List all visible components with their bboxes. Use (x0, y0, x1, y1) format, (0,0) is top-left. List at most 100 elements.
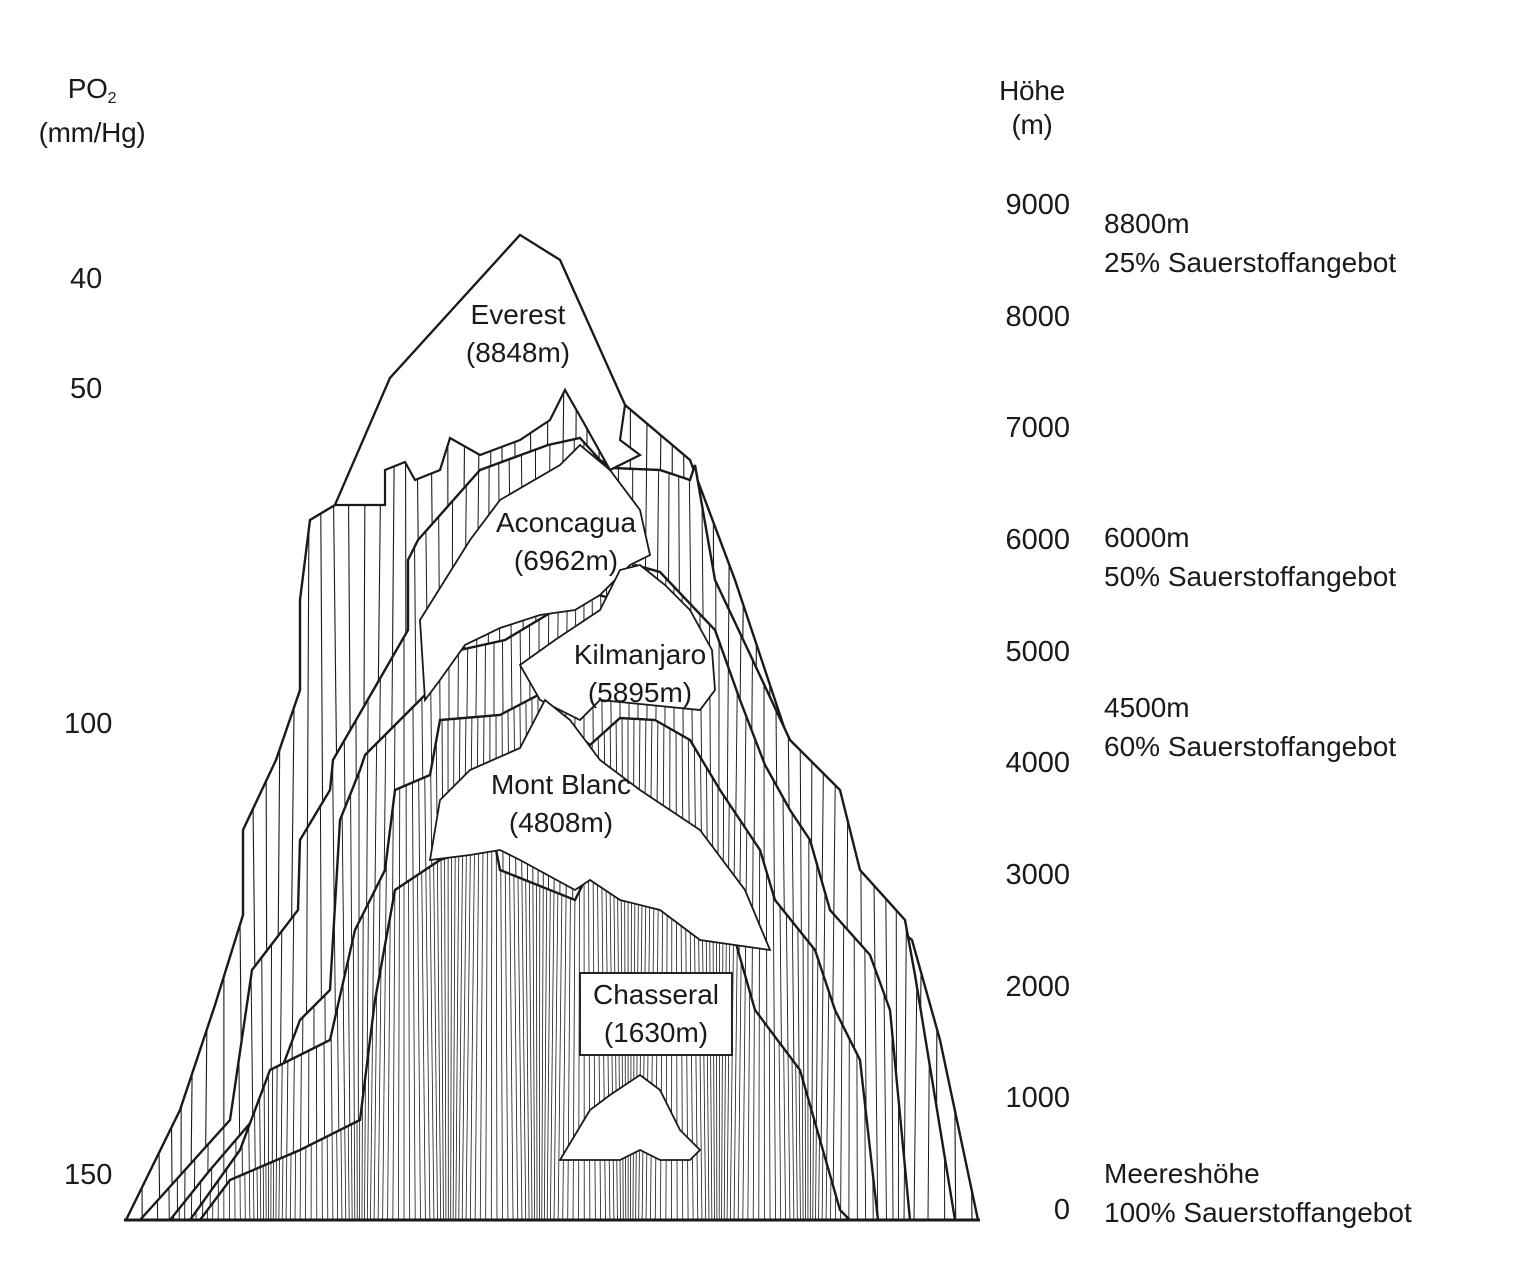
hatch-line (742, 845, 754, 1220)
right-tick-6000: 6000 (1005, 524, 1070, 556)
hatch-line (158, 438, 170, 1220)
hatch-line (546, 845, 558, 1220)
chasseral-snow (558, 1073, 702, 1161)
left-axis-title-po: PO (67, 73, 108, 104)
hatch-line (387, 845, 397, 1220)
right-axis-title: Höhe (m) (999, 74, 1065, 142)
everest-snow-cap (333, 233, 643, 507)
annotation-6000-altitude: 6000m (1104, 522, 1190, 553)
hatch-line (405, 845, 411, 1220)
hatch-line (765, 845, 771, 1220)
annotation-sea-level-oxygen: 100% Sauerstoffangebot (1104, 1197, 1412, 1228)
hatch-line (140, 438, 143, 1220)
hatch-line (502, 845, 514, 1220)
hatch-line (567, 845, 577, 1220)
kilimanjaro-name: Kilmanjaro (573, 639, 707, 670)
mountain-chasseral-outline (197, 843, 853, 1222)
hatch-line (572, 845, 580, 1220)
hatch-line (147, 235, 161, 1220)
annotation-4500-altitude: 4500m (1104, 692, 1190, 723)
hatch-line (538, 845, 542, 1220)
annotation-4500-oxygen: 60% Sauerstoffangebot (1104, 731, 1397, 762)
hatch-line (774, 845, 786, 1220)
hatch-line (450, 845, 454, 1220)
right-axis-title-unit: (m) (1011, 109, 1053, 140)
hatch-line (421, 845, 435, 1220)
hatch-line (541, 845, 547, 1220)
hatch-line (414, 845, 426, 1220)
hatch-line (126, 235, 130, 1220)
hatch-line (370, 845, 382, 1220)
chasseral-name: Chasseral (592, 979, 720, 1010)
right-tick-8000: 8000 (1005, 300, 1070, 333)
annotation-8800-oxygen: 25% Sauerstoffangebot (1104, 247, 1397, 278)
left-axis-title-unit: (mm/Hg) (38, 117, 146, 148)
aconcagua-snow (419, 443, 652, 703)
hatch-line (377, 845, 391, 1220)
hatch-line (947, 235, 957, 1220)
left-tick-100: 100 (64, 708, 113, 740)
hatch-line (184, 438, 192, 1220)
hatch-line (397, 845, 403, 1220)
everest-name: Everest (470, 299, 566, 330)
hatch-line (170, 565, 175, 1220)
annotation-6000-oxygen: 50% Sauerstoffangebot (1104, 561, 1397, 592)
right-tick-5000: 5000 (1005, 635, 1070, 668)
annotation-4500: 4500m 60% Sauerstoffangebot (1104, 688, 1396, 766)
hatch-line (763, 845, 765, 1220)
left-axis-title-sub: 2 (107, 90, 117, 107)
annotation-8800: 8800m 25% Sauerstoffangebot (1104, 204, 1396, 282)
hatch-line (752, 845, 760, 1220)
hatch-line (436, 845, 444, 1220)
mont-blanc-height: (4808m) (508, 807, 614, 838)
hatch-line (465, 845, 479, 1220)
everest-height: (8848m) (465, 337, 571, 368)
hatch-line (737, 845, 751, 1220)
hatch-line (417, 845, 431, 1220)
hatch-line (562, 845, 574, 1220)
hatch-line (768, 845, 776, 1220)
left-tick-40: 40 (70, 263, 103, 295)
hatch-line (426, 845, 438, 1220)
left-tick-150: 150 (64, 1159, 113, 1191)
annotation-sea-level-altitude: Meereshöhe (1104, 1158, 1260, 1189)
hatch-line (392, 845, 400, 1220)
hatch-line (137, 235, 143, 1220)
hatch-line (163, 235, 173, 1220)
hatch-line (534, 845, 538, 1220)
left-tick-50: 50 (70, 373, 103, 405)
label-everest: Everest (8848m) (466, 296, 570, 372)
annotation-sea-level: Meereshöhe 100% Sauerstoffangebot (1104, 1154, 1412, 1232)
label-mont-blanc: Mont Blanc (4808m) (491, 766, 631, 842)
hatch-line (411, 845, 421, 1220)
right-tick-3000: 3000 (1005, 859, 1070, 891)
hatch-line (455, 845, 465, 1220)
hatch-line (758, 845, 762, 1220)
right-tick-7000: 7000 (1005, 412, 1070, 445)
left-axis-title: PO2 (mm/Hg) (39, 72, 146, 150)
hatch-line (733, 845, 747, 1220)
hatch-line (474, 845, 486, 1220)
hatch-line (373, 845, 387, 1220)
montblanc-snow (428, 698, 772, 952)
mountain-aconcagua-outline (137, 436, 957, 1222)
hatch-line (513, 845, 527, 1220)
hatch-line (458, 845, 470, 1220)
hatch-line (461, 845, 475, 1220)
hatch-line (505, 845, 519, 1220)
hatch-line (499, 845, 509, 1220)
hatch-line (408, 845, 416, 1220)
aconcagua-name: Aconcagua (495, 507, 637, 538)
hatch-line (184, 565, 192, 1220)
hatch-line (452, 845, 460, 1220)
hatch-line (180, 235, 184, 1220)
hatch-line (174, 438, 178, 1220)
hatch-line (494, 845, 498, 1220)
hatch-line (553, 845, 567, 1220)
hatch-line (959, 235, 973, 1220)
hatch-line (497, 845, 503, 1220)
hatch-line (747, 845, 757, 1220)
right-axis-title-hoehe: Höhe (999, 75, 1065, 106)
